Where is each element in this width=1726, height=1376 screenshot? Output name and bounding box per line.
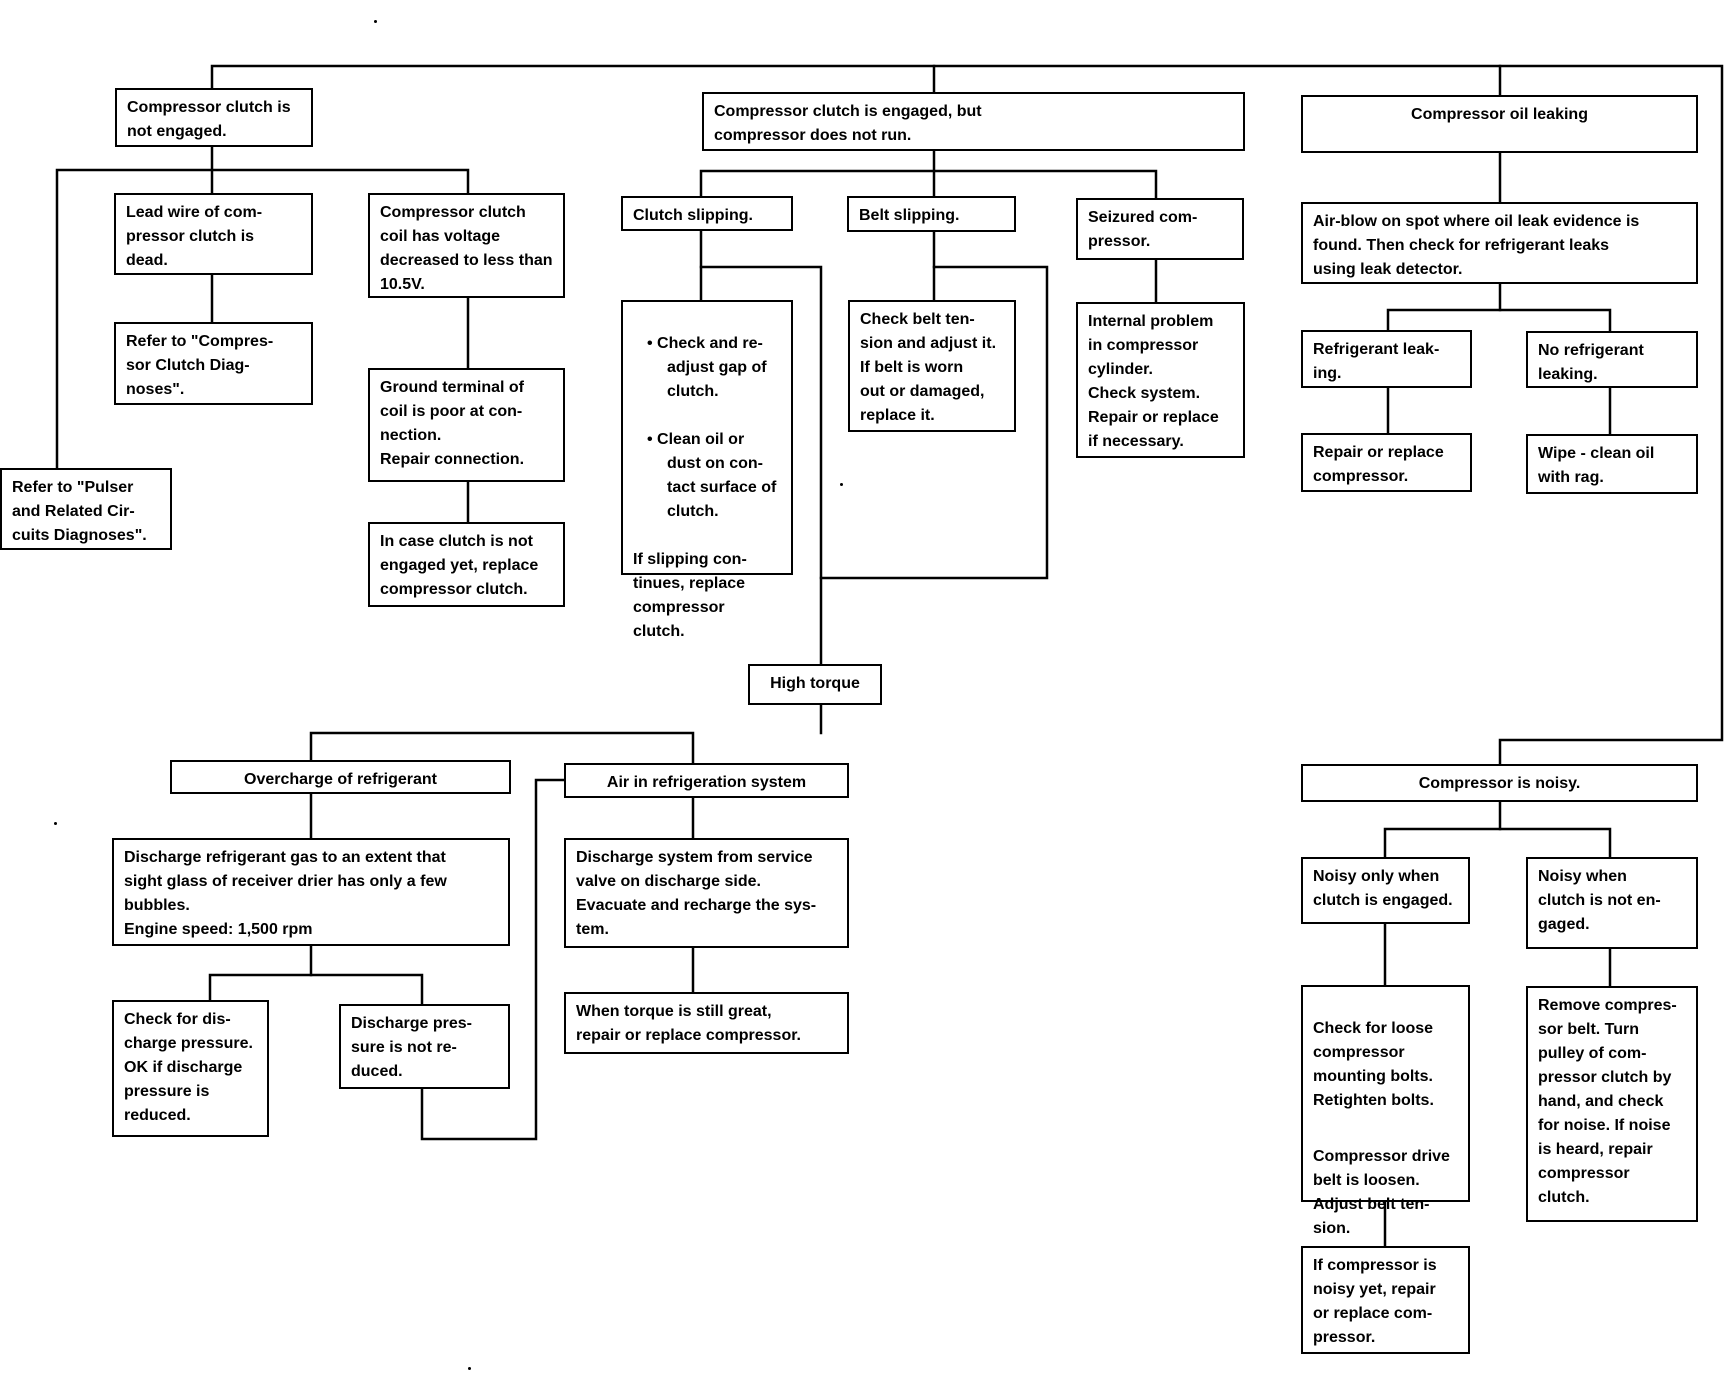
slip-replace-clutch: If slipping con- tinues, replace compres… [633, 551, 747, 640]
node-overcharge: Overcharge of refrigerant [170, 760, 511, 794]
node-air-in-system: Air in refrigeration system [564, 763, 849, 798]
belt-loosen-text: Compressor drive belt is loosen. Adjust … [1313, 1148, 1450, 1237]
node-clutch-slip-actions: • Check and re- adjust gap of clutch. • … [621, 300, 793, 640]
node-clutch-slipping: Clutch slipping. [621, 196, 793, 231]
node-high-torque: High torque [748, 664, 882, 705]
node-lead-wire-dead: Lead wire of com- pressor clutch is dead… [114, 193, 313, 275]
node-pressure-not-reduced: Discharge pres- sure is not re- duced. [339, 1004, 510, 1089]
node-refer-clutch-diagnoses: Refer to "Compres- sor Clutch Diag- nose… [114, 322, 313, 405]
node-discharge-system: Discharge system from service valve on d… [564, 838, 849, 948]
node-torque-still-great: When torque is still great, repair or re… [564, 992, 849, 1054]
node-coil-voltage: Compressor clutch coil has voltage decre… [368, 193, 565, 298]
node-noisy-yet: If compressor is noisy yet, repair or re… [1301, 1246, 1470, 1354]
node-seizured-compressor: Seizured com- pressor. [1076, 198, 1244, 260]
node-refer-pulser-diagnoses: Refer to "Pulser and Related Cir- cuits … [0, 468, 172, 550]
node-repair-replace-compressor: Repair or replace compressor. [1301, 433, 1472, 492]
node-internal-problem: Internal problem in compressor cylinder.… [1076, 302, 1245, 458]
node-ground-terminal: Ground terminal of coil is poor at con- … [368, 368, 565, 482]
node-wipe-clean: Wipe - clean oil with rag. [1526, 434, 1698, 494]
slip-bullet-clean: • Clean oil or dust on con- tact surface… [647, 431, 777, 520]
node-belt-slipping: Belt slipping. [847, 196, 1016, 232]
node-refrigerant-leaking: Refrigerant leak- ing. [1301, 330, 1472, 388]
node-check-belt: Check belt ten- sion and adjust it. If b… [848, 300, 1016, 432]
scan-speck [374, 20, 377, 23]
node-noisy-when-not-engaged: Noisy when clutch is not en- gaged. [1526, 857, 1698, 949]
node-noisy-when-engaged: Noisy only when clutch is engaged. [1301, 857, 1470, 924]
node-clutch-not-engaged: Compressor clutch is not engaged. [115, 88, 313, 147]
node-replace-clutch: In case clutch is not engaged yet, repla… [368, 522, 565, 607]
node-check-discharge-pressure: Check for dis- charge pressure. OK if di… [112, 1000, 269, 1137]
node-remove-belt: Remove compres- sor belt. Turn pulley of… [1526, 986, 1698, 1222]
check-bolts-text: Check for loose compressor mounting bolt… [1313, 1020, 1434, 1109]
node-check-loose-bolts: Check for loose compressor mounting bolt… [1301, 985, 1470, 1237]
node-no-refrigerant-leaking: No refrigerant leaking. [1526, 331, 1698, 388]
node-compressor-noisy: Compressor is noisy. [1301, 764, 1698, 802]
node-discharge-refrigerant: Discharge refrigerant gas to an extent t… [112, 838, 510, 946]
node-air-blow: Air-blow on spot where oil leak evidence… [1301, 202, 1698, 284]
slip-bullet-readjust: • Check and re- adjust gap of clutch. [647, 335, 767, 400]
node-oil-leaking: Compressor oil leaking [1301, 95, 1698, 153]
node-clutch-engaged-not-run: Compressor clutch is engaged, but compre… [702, 92, 1245, 151]
scan-speck [468, 1367, 471, 1370]
scan-speck [840, 483, 843, 486]
scan-speck [54, 822, 57, 825]
